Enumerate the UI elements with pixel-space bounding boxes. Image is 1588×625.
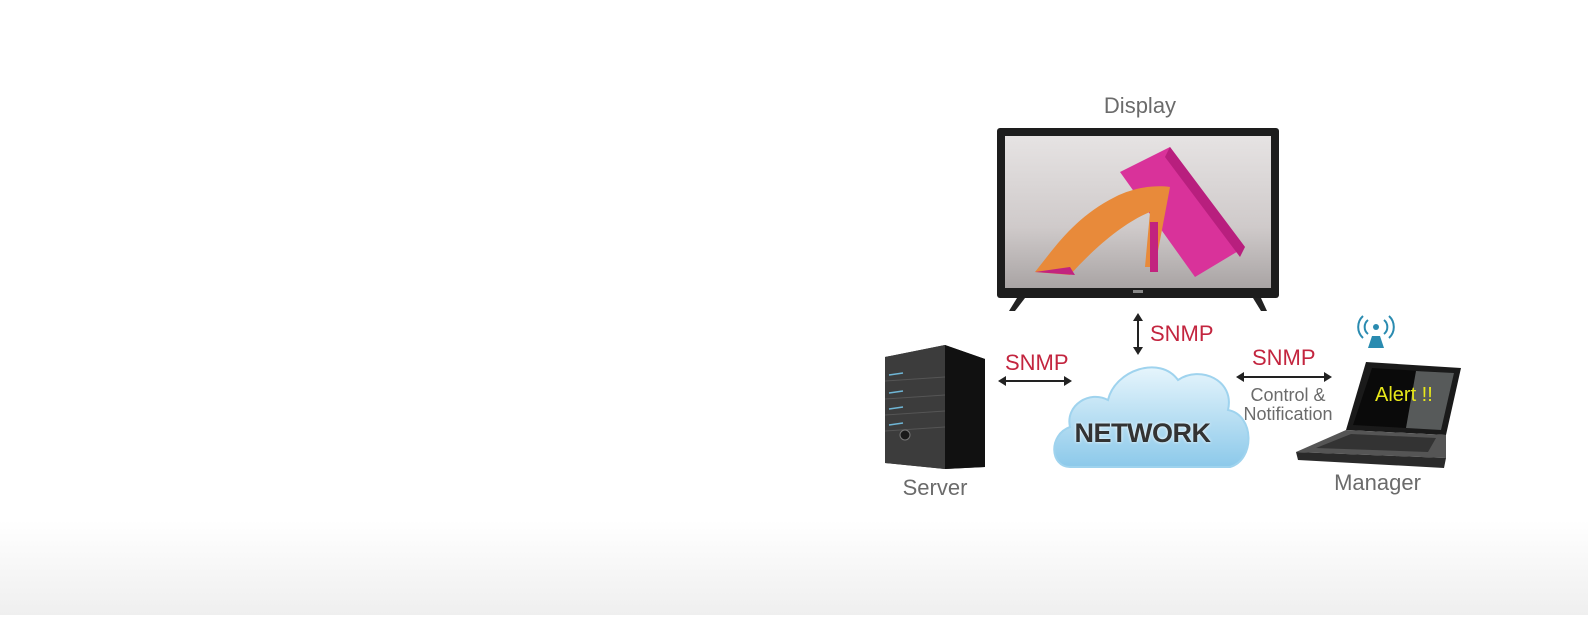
wireless-signal-icon <box>1357 315 1395 348</box>
display-label: Display <box>1103 93 1177 118</box>
notification-line: Notification <box>1243 404 1333 424</box>
server-tower-icon <box>884 345 985 469</box>
server-label: Server <box>902 475 968 500</box>
tv-display-icon <box>997 128 1279 311</box>
double-arrow-icon <box>1236 372 1332 382</box>
manager-label: Manager <box>1334 470 1421 495</box>
snmp-display-label: SNMP <box>1150 321 1214 346</box>
cloud-network-icon <box>1053 366 1250 468</box>
snmp-server-label: SNMP <box>1005 350 1069 375</box>
double-arrow-icon <box>998 376 1072 386</box>
double-arrow-icon <box>1133 313 1143 355</box>
alert-text: Alert !! <box>1375 384 1433 406</box>
footer-gradient-band <box>0 520 1588 615</box>
laptop-icon <box>1296 362 1461 468</box>
control-notification-label: Control & Notification <box>1228 386 1348 424</box>
network-label: NETWORK <box>1074 418 1211 448</box>
snmp-manager-label: SNMP <box>1252 345 1316 370</box>
control-line: Control & <box>1250 385 1326 405</box>
